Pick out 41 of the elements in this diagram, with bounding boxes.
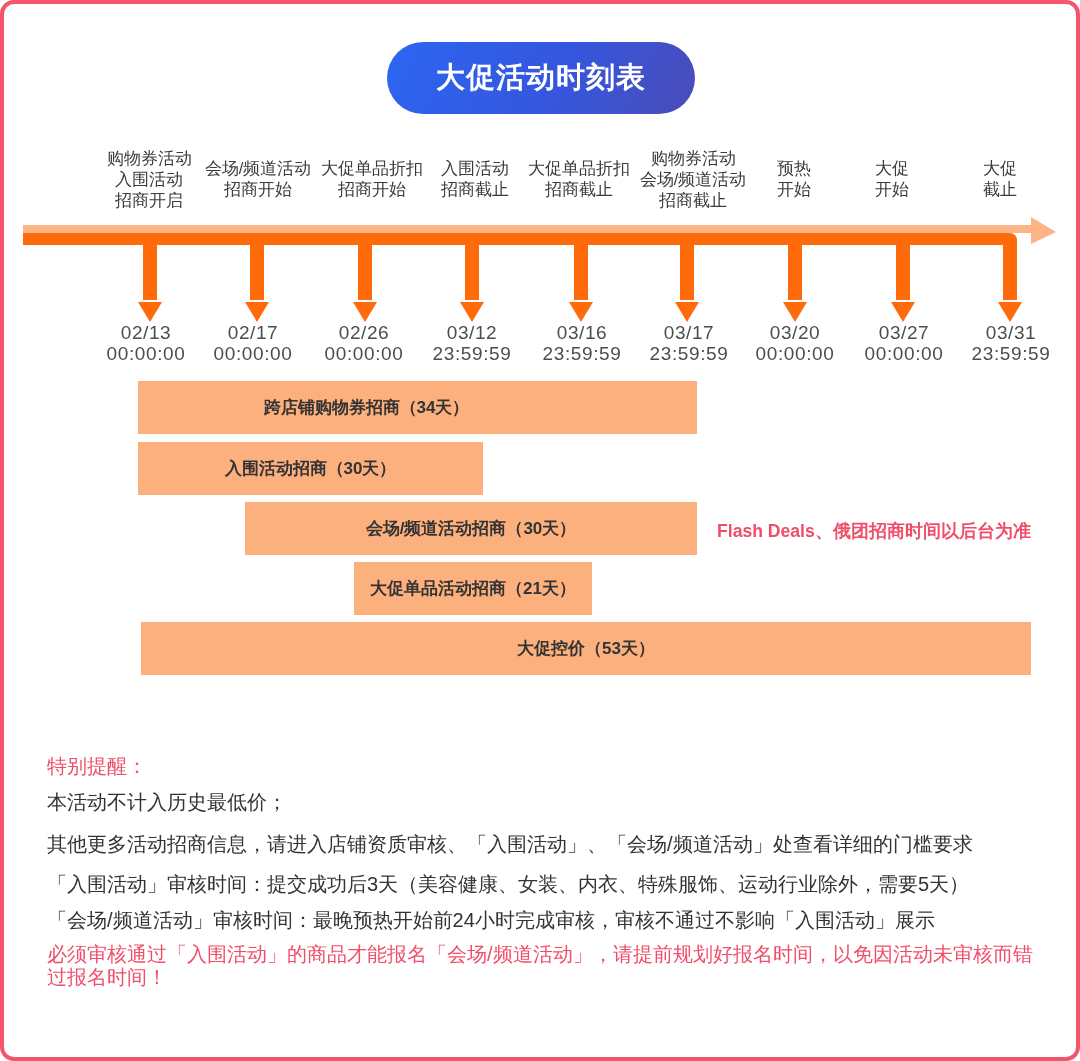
arrow [675,245,699,322]
milestone-label: 购物券活动会场/频道活动招商截止 [639,147,747,211]
milestone-label: 入围活动招商截止 [441,158,509,200]
arrow [460,245,484,322]
arrow [891,245,915,322]
date-time-label: 02/17 00:00:00 [205,322,301,364]
duration-bar: 会场/频道活动招商（30天） [245,502,697,555]
date-time-label: 03/12 23:59:59 [424,322,520,364]
arrow [998,245,1022,322]
milestone-label: 大促开始 [875,158,909,200]
arrow [783,245,807,322]
duration-bar: 大促单品活动招商（21天） [354,562,592,615]
title-banner: 大促活动时刻表 [387,42,695,114]
arrow [569,245,593,322]
duration-bar: 大促控价（53天） [141,622,1031,675]
date-time-label: 03/27 00:00:00 [856,322,952,364]
date-time-label: 03/31 23:59:59 [963,322,1059,364]
arrow [353,245,377,322]
timeline-arrow [23,216,1057,245]
date-time-label: 02/26 00:00:00 [316,322,412,364]
date-time-label: 03/16 23:59:59 [534,322,630,364]
date-time-label: 02/13 00:00:00 [98,322,194,364]
note-text: 其他更多活动招商信息，请进入店铺资质审核、「入围活动」、「会场/频道活动」处查看详细的门槛要求 [47,833,973,856]
milestone-label: 大促截止 [983,158,1017,200]
note-text: 「入围活动」审核时间：提交成功后3天（美容健康、女装、内衣、特殊服饰、运动行业除外，需要5天） [47,873,970,896]
date-time-label: 03/17 23:59:59 [641,322,737,364]
milestone-label: 大促单品折扣招商截止 [528,158,630,200]
duration-bar: 跨店铺购物券招商（34天） [138,381,697,434]
milestone-label: 大促单品折扣招商开始 [321,158,423,200]
note-text: 本活动不计入历史最低价； [47,791,287,814]
arrow [138,245,162,322]
milestone-label: 购物券活动入围活动招商开启 [106,147,192,211]
note-text: Flash Deals、俄团招商时间以后台为准 [717,520,1031,542]
notes-heading: 特别提醒： [47,754,147,778]
milestone-label: 预热开始 [777,158,811,200]
warning-text: 必须审核通过「入围活动」的商品才能报名「会场/频道活动」，请提前规划好报名时间，以免因活动未审核而错过报名时间！ [47,943,1034,989]
duration-bar: 入围活动招商（30天） [138,442,483,495]
arrow [245,245,269,322]
milestone-label: 会场/频道活动招商开始 [204,158,312,200]
note-text: 「会场/频道活动」审核时间：最晚预热开始前24小时完成审核，审核不通过不影响「入围活动」展示 [47,909,935,932]
date-time-label: 03/20 00:00:00 [747,322,843,364]
